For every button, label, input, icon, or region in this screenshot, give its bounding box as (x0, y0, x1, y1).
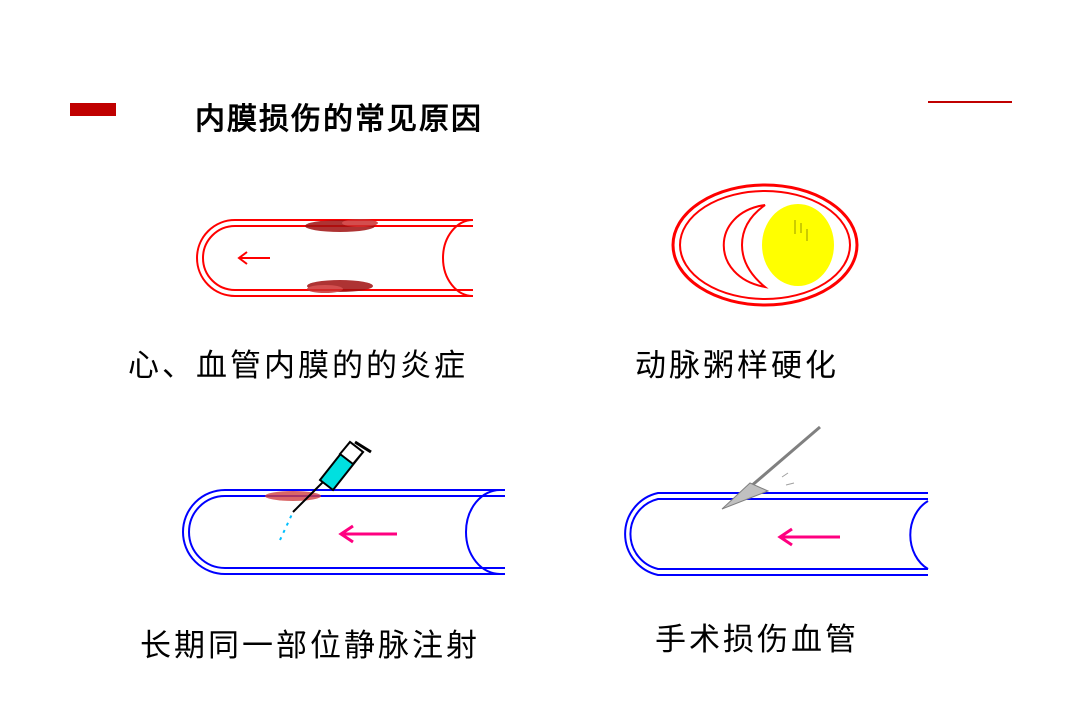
atherosclerosis-cross-section-icon (671, 183, 859, 307)
surgical-vessel-icon (624, 425, 929, 576)
caption-venous-injection: 长期同一部位静脉注射 (140, 628, 480, 664)
top-right-rule (928, 101, 1012, 103)
scalpel-icon (721, 425, 821, 510)
syringe-icon (279, 440, 372, 541)
plaque (762, 204, 834, 286)
slide-title: 内膜损伤的常见原因 (195, 102, 483, 137)
title-bullet-bar (70, 103, 116, 116)
caption-surgical-injury: 手术损伤血管 (655, 622, 859, 658)
injection-vessel-icon (182, 440, 505, 575)
caption-atherosclerosis: 动脉粥样硬化 (635, 348, 839, 384)
inflammation-spot (305, 219, 378, 293)
caption-inflammation: 心、血管内膜的的炎症 (128, 348, 468, 384)
inflamed-vessel-icon (196, 219, 474, 297)
